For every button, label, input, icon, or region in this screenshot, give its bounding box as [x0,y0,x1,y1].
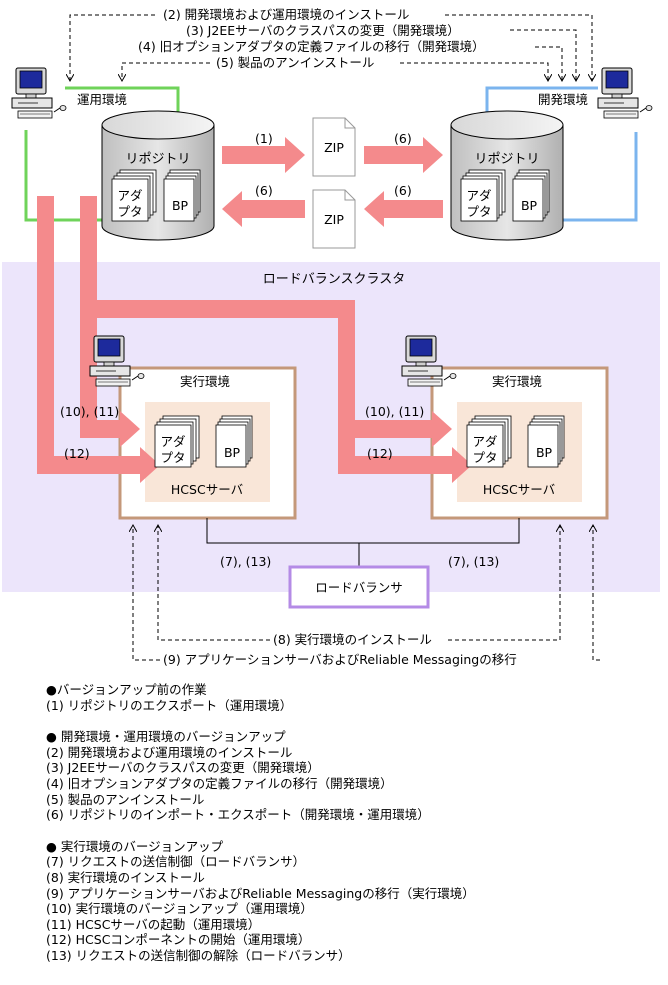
cluster-label: ロードバランスクラスタ [263,272,405,287]
legend-item: (5) 製品のアンインストール [46,791,205,807]
zip-bottom-label: ZIP [324,212,344,227]
legend-item: (9) アプリケーションサーバおよびReliable Messagingの移行（… [46,885,475,901]
legend-item: (12) HCSCコンポーネントの開始（運用環境） [46,932,311,948]
step-6-bottom-left-label: (6) [255,183,273,198]
legend-item: (3) J2EEサーバのクラスパスの変更（開発環境） [46,760,320,776]
bottom-arrow-label-8: (8) 実行環境のインストール [273,632,432,647]
ops-env-frame [65,86,180,113]
exec-right-adapter-label-2: プタ [472,450,497,465]
architecture-diagram: (2) 開発環境および運用環境のインストール (3) J2EEサーバのクラスパス… [2,7,660,667]
dev-bp-label: BP [521,198,538,213]
dev-adapter-label-2: プタ [466,204,491,219]
step-7-13-right-label: (7), (13) [448,554,499,569]
exec-left-adapter-label-1: アダ [160,434,185,449]
legend-item: (6) リポジトリのインポート・エクスポート（開発環境・運用環境） [46,807,430,823]
legend-section-3-title: ● 実行環境のバージョンアップ [46,838,224,854]
exec-env-left-label: 実行環境 [180,374,230,389]
dev-adapter-label-1: アダ [466,188,491,203]
legend-item: (4) 旧オプションアダプタの定義ファイルの移行（開発環境） [46,775,393,791]
legend-item: (11) HCSCサーバの起動（運用環境） [46,916,261,932]
legend: ●バージョンアップ前の作業 (1) リポジトリのエクスポート（運用環境） ● 開… [46,682,646,964]
top-arrow-label-4: (4) 旧オプションアダプタの定義ファイルの移行（開発環境） [138,39,485,54]
ops-adapter-label-1: アダ [117,188,142,203]
exec-env-right-label: 実行環境 [492,374,542,389]
dev-env-frame [485,86,598,113]
top-arrows [70,14,592,80]
step-7-13-left-label: (7), (13) [220,554,271,569]
ops-computer-icon [11,67,67,119]
exec-right-bp-label: BP [536,445,553,460]
step-1-label: (1) [255,131,273,146]
bottom-arrow-label-9: (9) アプリケーションサーバおよびReliable Messagingの移行 [163,652,517,667]
load-balancer [288,565,430,609]
dev-repository-label: リポジトリ [474,152,539,167]
lb-connection [206,518,520,544]
legend-section-2-title: ● 開発環境・運用環境のバージョンアップ [46,729,286,745]
ops-repository-label: リポジトリ [125,152,190,167]
step-10-11-right-label: (10), (11) [365,404,424,419]
ops-adapter-label-2: プタ [117,204,142,219]
step-12-left-label: (12) [64,446,90,461]
ops-repository: リポジトリ アダ プタ BP [101,110,215,241]
bottom-arrows [133,526,600,661]
step-12-right-label: (12) [367,446,393,461]
legend-item: (10) 実行環境のバージョンアップ（運用環境） [46,901,313,917]
exec-left-adapter-label-2: プタ [160,450,185,465]
hcsc-right-label: HCSCサーバ [483,482,555,497]
dev-computer-icon [597,67,653,119]
dev-repository: リポジトリ アダ プタ BP [450,110,564,241]
legend-section-1-title: ●バージョンアップ前の作業 [46,682,207,697]
legend-item: (2) 開発環境および運用環境のインストール [46,744,293,760]
legend-item: (8) 実行環境のインストール [46,869,205,885]
export-import-arrows [222,137,443,227]
top-arrow-label-2: (2) 開発環境および運用環境のインストール [163,7,409,22]
step-10-11-left-label: (10), (11) [60,404,119,419]
deploy-arrows [37,196,472,483]
legend-item: (1) リポジトリのエクスポート（運用環境） [46,697,293,713]
legend-item: (13) リクエストの送信制御の解除（ロードバランサ） [46,947,351,963]
top-arrow-label-3: (3) J2EEサーバのクラスパスの変更（開発環境） [186,23,460,38]
top-arrow-label-5: (5) 製品のアンインストール [216,55,374,70]
legend-item: (7) リクエストの送信制御（ロードバランサ） [46,854,306,870]
hcsc-left-label: HCSCサーバ [171,482,243,497]
ops-env-label: 運用環境 [77,92,127,107]
load-balancer-label: ロードバランサ [315,580,403,595]
dev-env-label: 開発環境 [538,92,588,107]
step-6-bottom-right-label: (6) [394,183,412,198]
ops-bp-label: BP [172,198,189,213]
exec-left-bp-label: BP [224,445,241,460]
zip-top-label: ZIP [324,140,344,155]
step-6-top-label: (6) [394,131,412,146]
exec-right-adapter-label-1: アダ [472,434,497,449]
